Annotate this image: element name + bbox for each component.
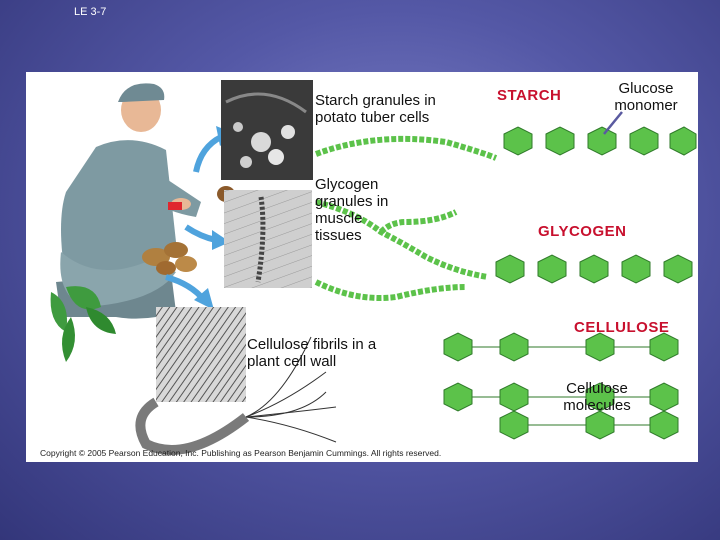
- copyright-notice: Copyright © 2005 Pearson Education, Inc.…: [40, 448, 442, 458]
- slide-label: LE 3-7: [74, 6, 107, 18]
- cellulose-molecules-label: Cellulose molecules: [563, 380, 631, 414]
- glycogen-chain: [495, 254, 693, 284]
- fibril-strands: [245, 336, 337, 443]
- glycogen-granules-label: Glycogen granules in muscle tissues: [315, 176, 389, 244]
- person-illustration: [56, 83, 235, 319]
- fibril-cable: [135, 397, 250, 455]
- glycogen-micrograph: [224, 190, 312, 288]
- diagram-canvas: [50, 80, 697, 455]
- plant-leaves: [50, 286, 116, 362]
- arrow-to-cellulose-head: [194, 288, 214, 310]
- cellulose-links: [472, 346, 650, 426]
- arrow-to-glycogen: [184, 224, 217, 243]
- glycogen-title: GLYCOGEN: [538, 223, 627, 240]
- glycogen-bead-chain: [314, 199, 489, 301]
- glucose-monomer-label: Glucose monomer: [614, 80, 678, 114]
- starch-chain: [503, 126, 697, 156]
- glucose-pointer: [603, 111, 623, 135]
- starch-title: STARCH: [497, 87, 562, 104]
- starch-granules-label: Starch granules in potato tuber cells: [315, 92, 436, 126]
- arrow-to-starch: [193, 134, 223, 173]
- potatoes: [142, 242, 197, 275]
- figure-panel: Starch granules in potato tuber cells Gl…: [26, 72, 698, 462]
- arrow-to-glycogen-head: [212, 230, 230, 250]
- cellulose-fibrils-label: Cellulose fibrils in a plant cell wall: [247, 336, 377, 370]
- starch-bead-chain: [314, 135, 498, 161]
- cellulose-chains: [443, 332, 679, 440]
- cellulose-title: CELLULOSE: [574, 319, 670, 336]
- cellulose-micrograph: [156, 307, 246, 402]
